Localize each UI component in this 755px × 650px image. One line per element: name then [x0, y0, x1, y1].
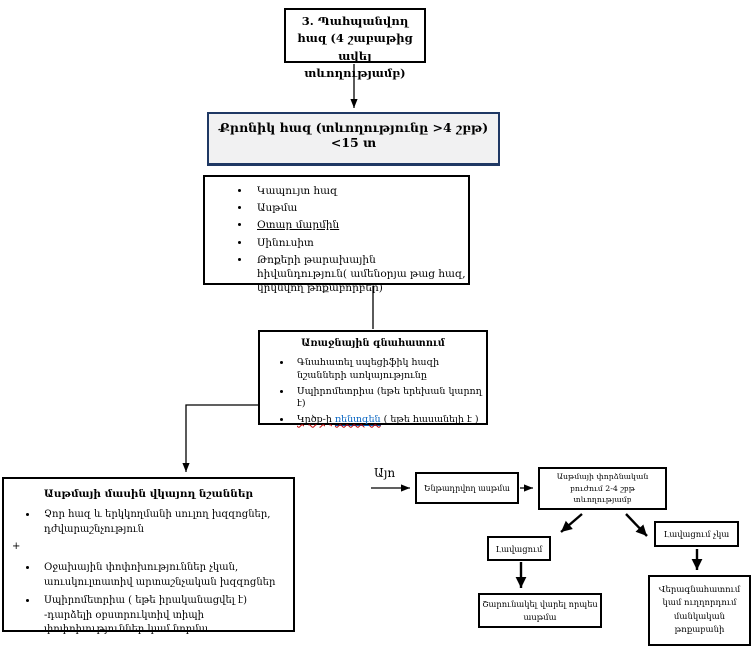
causes-item: Ասթմա [251, 201, 468, 215]
asthma-signs-list-top: Չոր հազ և երկկողմանի սուլող խզզոցներ, դժ… [4, 508, 293, 537]
yes-label: Այո [374, 466, 396, 480]
causes-list: Կապույտ հազ Ասթմա Օտար մարմին Սինուսիտ Թ… [205, 184, 468, 295]
xray-word-misspelled: Կրծք-ի [297, 414, 332, 426]
improvement-box: Լավացում [487, 536, 551, 561]
persistent-cough-box: 3. Պահպանվող հազ (4 շաբաթից ավել տևողութ… [284, 8, 426, 80]
chronic-cough-box: Քրոնիկ հազ (տևողությունը >4 շբթ) <15 տ [207, 112, 500, 166]
continue-as-asthma-text: Շարունակել վարել որպես ասթմա [482, 599, 598, 622]
referral-box: Վերագնահատում կամ ուղղորդում մանկական թո… [648, 575, 751, 646]
assessment-item-xray: Կրծք-ի ռենտգեն ( եթե հասանելի է ) [292, 414, 486, 427]
persistent-cough-text: 3. Պահպանվող հազ (4 շաբաթից ավել տևողութ… [297, 14, 413, 80]
assessment-item: Սպիրոմետրիա (եթե երեխան կարող է) [292, 386, 486, 412]
asthma-signs-title: Ասթմայի մասին վկայող նշաններ [43, 488, 254, 500]
causes-item: Կապույտ հազ [251, 184, 468, 198]
trial-treatment-box: Ասթմայի փորձնական բուժում 2-4 շբթ տևողու… [538, 467, 667, 510]
xray-word-link[interactable]: ռենտգեն [334, 414, 381, 427]
assessment-list: Գնահատել սպեցիֆիկ հազի նշանների առկայութ… [260, 357, 486, 427]
no-improvement-text: Լավացում չկա [663, 529, 730, 539]
causes-box: Կապույտ հազ Ասթմա Օտար մարմին Սինուսիտ Թ… [203, 175, 470, 294]
continue-as-asthma-box: Շարունակել վարել որպես ասթմա [478, 593, 602, 628]
asthma-signs-item: Օջախային փոփոխություններ չկան, աուսկուլտ… [38, 561, 293, 590]
plus-sign: + [12, 541, 21, 552]
trial-treatment-text: Ասթմայի փորձնական բուժում 2-4 շբթ տևողու… [556, 471, 649, 505]
asthma-signs-list-bottom: Օջախային փոփոխություններ չկան, աուսկուլտ… [4, 561, 293, 638]
chronic-cough-text: Քրոնիկ հազ (տևողությունը >4 շբթ) <15 տ [218, 120, 489, 150]
suspected-asthma-box: Ենթադրվող ասթմա [415, 472, 519, 504]
xray-condition-text: ( եթե հասանելի է ) [383, 414, 479, 426]
improvement-text: Լավացում [495, 543, 543, 554]
referral-text: Վերագնահատում կամ ուղղորդում մանկական թո… [658, 585, 741, 635]
asthma-signs-item: Չոր հազ և երկկողմանի սուլող խզզոցներ, դժ… [38, 508, 293, 537]
asthma-signs-item: Սպիրոմետրիա ( եթե իրականացվել է) -դարձել… [38, 594, 293, 638]
assessment-title: Առաջնային գնահատում [301, 338, 445, 349]
assessment-item: Գնահատել սպեցիֆիկ հազի նշանների առկայութ… [292, 357, 486, 383]
asthma-signs-box: Ասթմայի մասին վկայող նշաններ Չոր հազ և ե… [2, 477, 295, 635]
assessment-box: Առաջնային գնահատում Գնահատել սպեցիֆիկ հա… [258, 330, 488, 427]
causes-item: Օտար մարմին [251, 218, 468, 232]
causes-item: Թոքերի թարախային հիվանդություն( ամենօրյա… [251, 253, 468, 296]
causes-item: Սինուսիտ [251, 236, 468, 250]
suspected-asthma-text: Ենթադրվող ասթմա [424, 483, 510, 493]
no-improvement-box: Լավացում չկա [654, 521, 739, 547]
